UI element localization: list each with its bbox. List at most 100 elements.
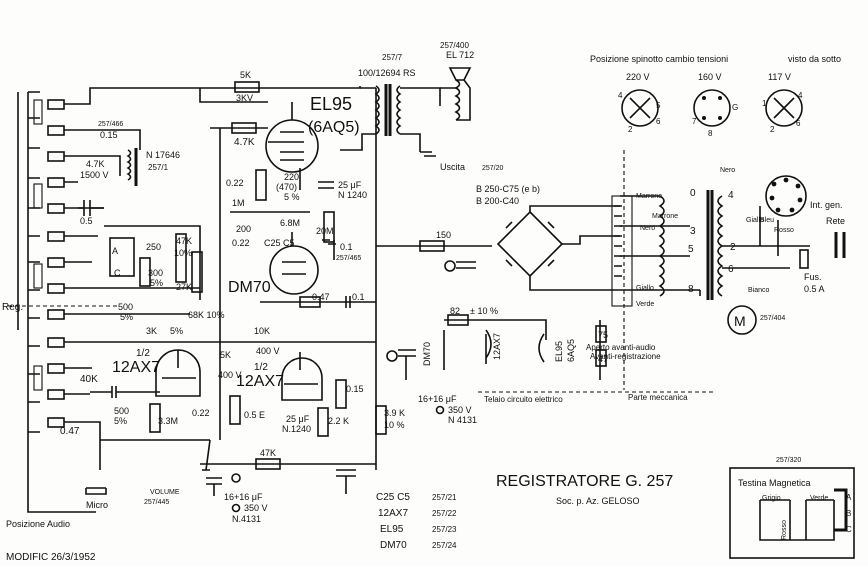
c022c-label: 0.22 bbox=[192, 408, 210, 418]
svg-text:7: 7 bbox=[692, 117, 697, 126]
svg-text:4: 4 bbox=[618, 91, 623, 100]
rete-label: Rete bbox=[826, 216, 845, 226]
r82p-label: ± 10 % bbox=[470, 306, 498, 316]
legend-code-3: 257/24 bbox=[432, 541, 457, 550]
svg-text:M: M bbox=[734, 313, 746, 329]
c25uf-b-label: 25 μF bbox=[286, 414, 310, 424]
giallo-label: Giallo bbox=[636, 285, 654, 292]
telaio-label: Telaio circuito elettrico bbox=[484, 395, 563, 404]
t3-label: 3 bbox=[690, 226, 696, 237]
micro-label: Micro bbox=[86, 500, 108, 510]
modific-label: MODIFIC 26/3/1952 bbox=[6, 552, 96, 563]
c500bp-label: 5% bbox=[114, 416, 127, 426]
svg-text:6: 6 bbox=[656, 117, 661, 126]
legend-code-1: 257/22 bbox=[432, 509, 457, 518]
v220-label: 220 V bbox=[626, 72, 650, 82]
bleu-label: Bleu bbox=[760, 217, 774, 224]
r39k-label: 3.9 K bbox=[384, 408, 405, 418]
el95-label: EL95 bbox=[310, 94, 352, 114]
testina-label: Testina Magnetica bbox=[738, 478, 811, 488]
rect-code: 257/20 bbox=[482, 165, 504, 172]
resistor-5k bbox=[234, 81, 260, 93]
legend-tube-3: DM70 bbox=[380, 540, 407, 551]
testina-a: A bbox=[846, 493, 852, 502]
t8-label: 8 bbox=[688, 284, 694, 295]
tube-legend: C25 C5 257/21 12AX7 257/22 EL95 257/23 D… bbox=[376, 492, 457, 551]
reg-label: Reg. bbox=[2, 302, 23, 313]
cap16-label: 16+16 μF bbox=[224, 492, 263, 502]
t4-label: 4 bbox=[728, 190, 734, 201]
svg-text:4: 4 bbox=[798, 91, 803, 100]
grigio-label: Grigio bbox=[762, 495, 781, 502]
r47k-input-volt: 1500 V bbox=[80, 170, 109, 180]
r5kb-label: 5K bbox=[220, 350, 231, 360]
testina-box bbox=[729, 467, 855, 559]
cap16b-code: N 4131 bbox=[448, 415, 477, 425]
cap16-volt: 350 V bbox=[244, 503, 268, 513]
el95-alt-label: (6AQ5) bbox=[308, 119, 360, 136]
c500p-label: 5% bbox=[120, 312, 133, 322]
r3kp-label: 5% bbox=[170, 326, 183, 336]
c25uf-b-code: N.1240 bbox=[282, 424, 311, 434]
r300p-label: 5% bbox=[150, 278, 163, 288]
input-transformer bbox=[104, 129, 141, 186]
c01-label: 0.1 bbox=[340, 242, 353, 252]
legend-tube-2: EL95 bbox=[380, 524, 404, 535]
heater-dm70: DM70 bbox=[422, 342, 432, 366]
v12ax7-a-label: 12AX7 bbox=[112, 359, 160, 376]
socket-160v: 7G 8 bbox=[692, 89, 738, 138]
r05e-label: 0.5 E bbox=[244, 410, 265, 420]
r300-label: 300 bbox=[148, 268, 163, 278]
r10k-volt: 400 V bbox=[256, 346, 280, 356]
dm70-label: DM70 bbox=[228, 279, 271, 296]
r82-label: 82 bbox=[450, 306, 460, 316]
r3k-label: 3K bbox=[146, 326, 157, 336]
subtitle: Soc. p. Az. GELOSO bbox=[556, 496, 640, 506]
r5k-label: 5K bbox=[240, 70, 251, 80]
transformer-code: N 17646 bbox=[146, 150, 180, 160]
r47k-input-label: 4.7K bbox=[86, 159, 105, 169]
c500-label: 500 bbox=[118, 302, 133, 312]
nero-label: Nero bbox=[640, 225, 655, 232]
r40k-label: 40K bbox=[80, 374, 98, 385]
r150-label: 150 bbox=[436, 230, 451, 240]
tube-el95 bbox=[265, 102, 319, 190]
output-transformer bbox=[340, 84, 441, 152]
c022b-label: 0.22 bbox=[232, 238, 250, 248]
r10k-label: 10K bbox=[254, 326, 270, 336]
c470-label: (470) bbox=[276, 182, 297, 192]
fus-val-label: 0.5 A bbox=[804, 284, 825, 294]
volume-label: VOLUME bbox=[150, 489, 180, 496]
uscita-jack bbox=[420, 151, 436, 157]
c500b-label: 500 bbox=[114, 406, 129, 416]
r39k-p-label: 10 % bbox=[384, 420, 405, 430]
t5-label: 5 bbox=[688, 244, 694, 255]
marrone2-label: Marrone bbox=[652, 213, 678, 220]
c05-label: 0.5 bbox=[80, 216, 93, 226]
half-b: 1/2 bbox=[254, 362, 268, 373]
tube-dm70 bbox=[269, 232, 319, 295]
c25c5-label: C25 C5 bbox=[264, 238, 295, 248]
c015-label: 0.15 bbox=[100, 130, 118, 140]
verde2-label: Verde bbox=[810, 495, 828, 502]
spk-code: 257/400 bbox=[440, 41, 469, 50]
speaker bbox=[440, 67, 472, 121]
svg-text:2: 2 bbox=[770, 125, 775, 134]
code-257-466: 257/466 bbox=[98, 121, 123, 128]
nero2-label: Nero bbox=[720, 167, 735, 174]
t2-label: 2 bbox=[730, 242, 736, 253]
r27k-label: 27K bbox=[176, 282, 192, 292]
t6-label: 6 bbox=[728, 264, 734, 275]
r5k-volt: 3KV bbox=[236, 93, 253, 103]
testina-c: C bbox=[846, 525, 852, 534]
osc-c: C bbox=[114, 268, 121, 278]
pot-code-label: 257/465 bbox=[336, 255, 361, 262]
bianco-label: Bianco bbox=[748, 287, 770, 294]
transformer-sub: 257/1 bbox=[148, 163, 169, 172]
legend-tube-1: 12AX7 bbox=[378, 508, 408, 519]
r5kb-volt: 400 V bbox=[218, 370, 242, 380]
power-transformer bbox=[620, 190, 724, 300]
rect1-label: B 250-C75 (e b) bbox=[476, 184, 540, 194]
c01b-label: 0.1 bbox=[352, 292, 365, 302]
